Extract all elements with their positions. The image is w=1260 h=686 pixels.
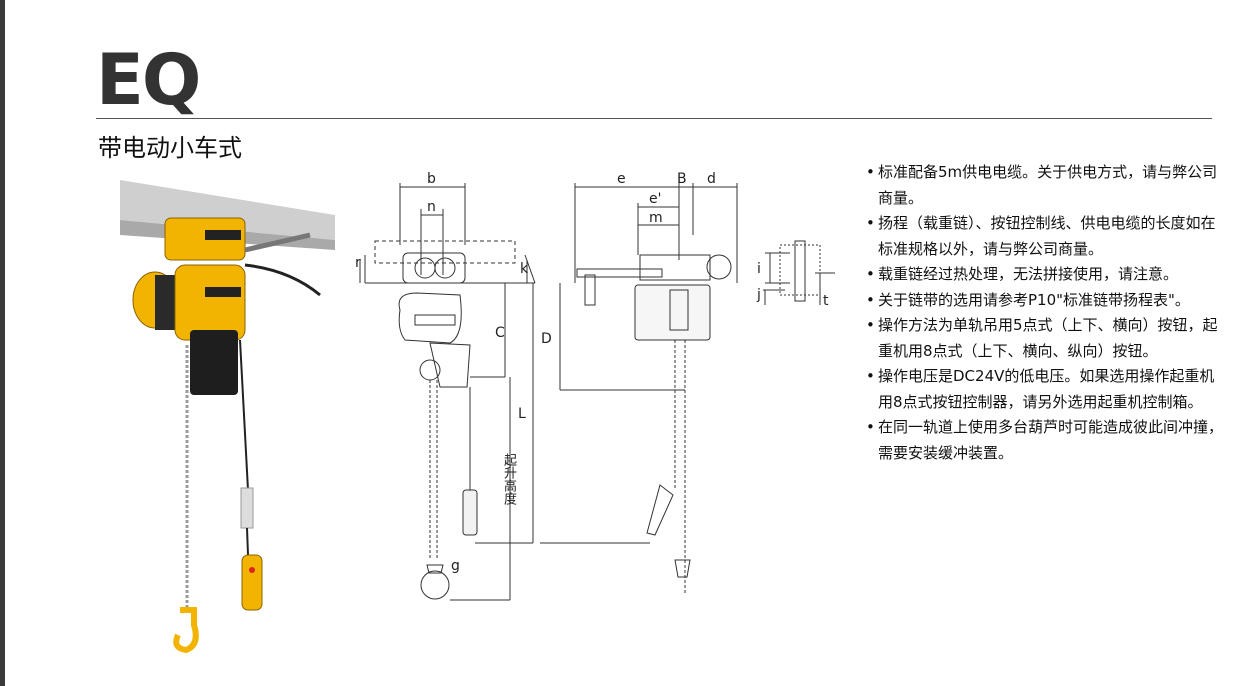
dim-label-d: d bbox=[707, 171, 716, 187]
note-item: 扬程（载重链）、按钮控制线、供电电缆的长度如在标准规格以外，请与弊公司商量。 bbox=[866, 211, 1226, 262]
title-rule bbox=[96, 118, 1212, 119]
dim-label-b: b bbox=[427, 171, 436, 187]
dim-label-n: n bbox=[427, 199, 436, 215]
dim-label-D: D bbox=[541, 331, 552, 347]
note-item: 操作电压是DC24V的低电压。如果选用操作起重机用8点式按钮控制器，请另外选用起… bbox=[866, 364, 1226, 415]
dim-label-lift-height: 起升高度 bbox=[501, 453, 516, 505]
dim-label-C: C bbox=[495, 325, 505, 341]
model-title: EQ bbox=[96, 39, 201, 121]
dim-label-L: L bbox=[518, 406, 526, 422]
note-item: 标准配备5m供电电缆。关于供电方式，请与弊公司商量。 bbox=[866, 160, 1226, 211]
dim-label-j: j bbox=[756, 287, 761, 303]
section-subtitle: 带电动小车式 bbox=[98, 134, 242, 162]
note-item: 关于链带的选用请参考P10"标准链带扬程表"。 bbox=[866, 288, 1226, 314]
dim-label-t: t bbox=[823, 293, 829, 309]
note-item: 在同一轨道上使用多台葫芦时可能造成彼此间冲撞，需要安装缓冲装置。 bbox=[866, 415, 1226, 466]
dim-label-r: r bbox=[355, 255, 361, 271]
dimension-drawings: b n r k C D L g e B d e' m i j t 起升高度 bbox=[355, 171, 835, 601]
dim-label-m: m bbox=[649, 210, 663, 226]
dim-label-g: g bbox=[451, 558, 460, 574]
dim-label-i: i bbox=[757, 261, 761, 277]
hoist-photo bbox=[120, 180, 335, 654]
left-edge-bar bbox=[0, 0, 5, 686]
note-item: 操作方法为单轨吊用5点式（上下、横向）按钮，起重机用8点式（上下、横向、纵向）按… bbox=[866, 313, 1226, 364]
notes-list: 标准配备5m供电电缆。关于供电方式，请与弊公司商量。 扬程（载重链）、按钮控制线… bbox=[866, 160, 1226, 466]
note-item: 载重链经过热处理，无法拼接使用，请注意。 bbox=[866, 262, 1226, 288]
dim-label-B: B bbox=[677, 171, 687, 187]
rail-view bbox=[763, 240, 835, 305]
dim-label-k: k bbox=[520, 261, 529, 277]
front-view bbox=[540, 183, 738, 595]
dim-label-e: e bbox=[617, 171, 626, 187]
dim-label-e-prime: e' bbox=[649, 191, 661, 207]
side-view bbox=[359, 183, 536, 601]
